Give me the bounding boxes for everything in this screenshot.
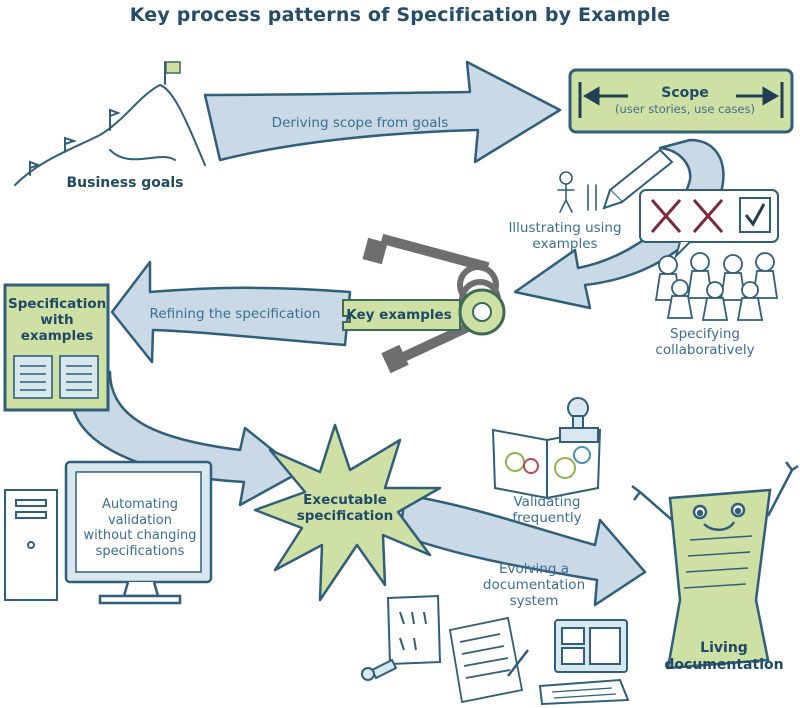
rejected-idea-icon [650, 199, 724, 233]
diagram-title: Key process patterns of Specification by… [129, 4, 671, 26]
sketch-figure-icon [557, 171, 597, 213]
label-executable-specification: Executable specification [296, 492, 394, 525]
people-group-icon [654, 252, 779, 321]
label-illustrating: Illustrating using examples [508, 220, 622, 253]
label-refining: Refining the specification [149, 306, 321, 322]
label-deriving-scope: Deriving scope from goals [271, 115, 449, 131]
label-evolving: Evolving a documentation system [482, 561, 586, 610]
computer-tower-icon [4, 489, 58, 601]
label-living-documentation: Living documentation [664, 640, 784, 673]
scope-width-arrows [578, 82, 784, 118]
executable-starburst [253, 423, 442, 602]
key-icon-top [362, 233, 490, 273]
arrow-evolving [398, 493, 647, 607]
keyboard-icon [538, 678, 630, 706]
accepted-check-icon [739, 197, 771, 233]
chisel-icon [361, 658, 398, 681]
mountain-icon [14, 61, 206, 186]
living-doc-character [631, 461, 799, 670]
label-automating: Automating validation without changing s… [83, 497, 197, 559]
monitor-small-icon [554, 619, 628, 673]
key-examples-key [342, 288, 506, 336]
arrow-to-executable [70, 370, 302, 507]
scope-box [568, 68, 794, 134]
label-scope-subtitle: (user stories, use cases) [615, 102, 755, 116]
rubber-stamp-icon [559, 397, 599, 443]
spec-example-tables [13, 355, 99, 399]
stone-tablet-icon [386, 594, 442, 666]
label-scope: Scope [661, 85, 709, 101]
key-icon-bottom [381, 314, 488, 374]
label-business-goals: Business goals [66, 175, 184, 191]
arrow-refining [110, 260, 352, 364]
label-specifying-collaboratively: Specifying collaboratively [655, 326, 755, 359]
label-specification-with-examples: Specification with examples [8, 296, 107, 345]
label-key-examples: Key examples [346, 307, 452, 323]
pencil-icon [602, 148, 674, 210]
arrow-deriving-scope [203, 60, 562, 164]
label-validating: Validating frequently [512, 494, 582, 527]
goal-flag-icon [165, 61, 181, 74]
handwritten-letter-icon [448, 616, 529, 704]
stamped-book-icon [491, 428, 602, 500]
monitor-icon [64, 460, 213, 605]
